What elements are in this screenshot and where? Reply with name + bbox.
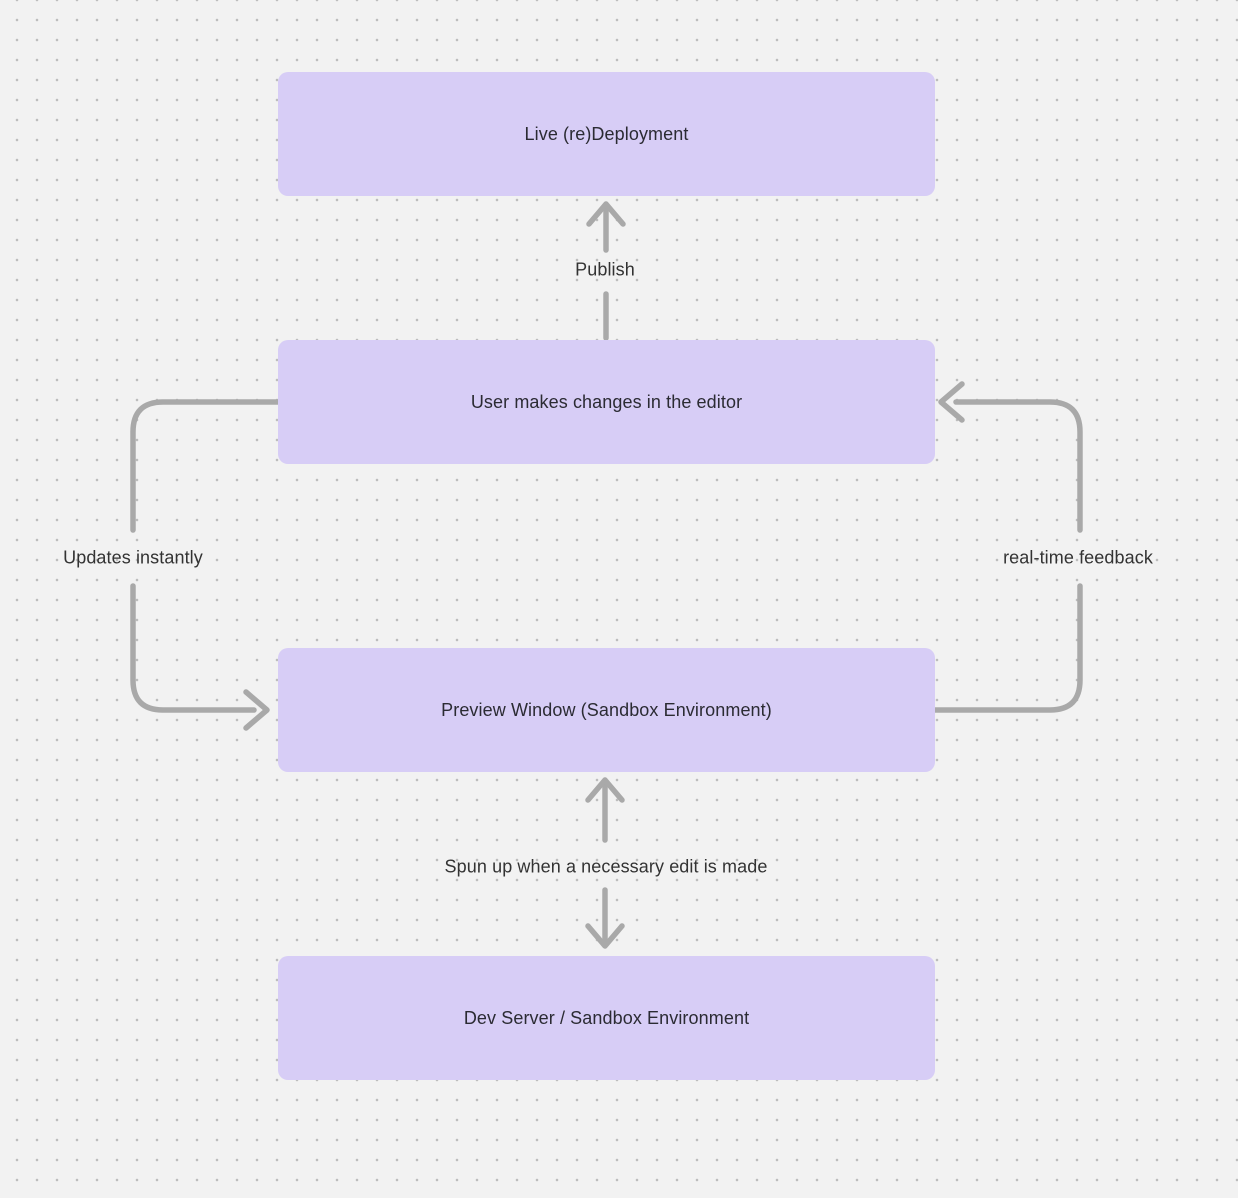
node-dev-server-label: Dev Server / Sandbox Environment (463, 1007, 750, 1028)
node-dev-server: Dev Server / Sandbox Environment (278, 956, 935, 1080)
edge-label-spun-up: Spun up when a necessary edit is made (444, 856, 768, 877)
node-preview-window-label: Preview Window (Sandbox Environment) (441, 699, 772, 720)
node-user-editor-label: User makes changes in the editor (470, 391, 743, 412)
edge-label-realtime-feedback: real-time feedback (1003, 547, 1153, 568)
edge-label-updates-instantly: Updates instantly (63, 547, 203, 568)
node-preview-window: Preview Window (Sandbox Environment) (278, 648, 935, 772)
edge-label-publish: Publish (575, 259, 635, 280)
node-live-redeployment-label: Live (re)Deployment (524, 123, 689, 144)
node-user-editor: User makes changes in the editor (278, 340, 935, 464)
node-live-redeployment: Live (re)Deployment (278, 72, 935, 196)
